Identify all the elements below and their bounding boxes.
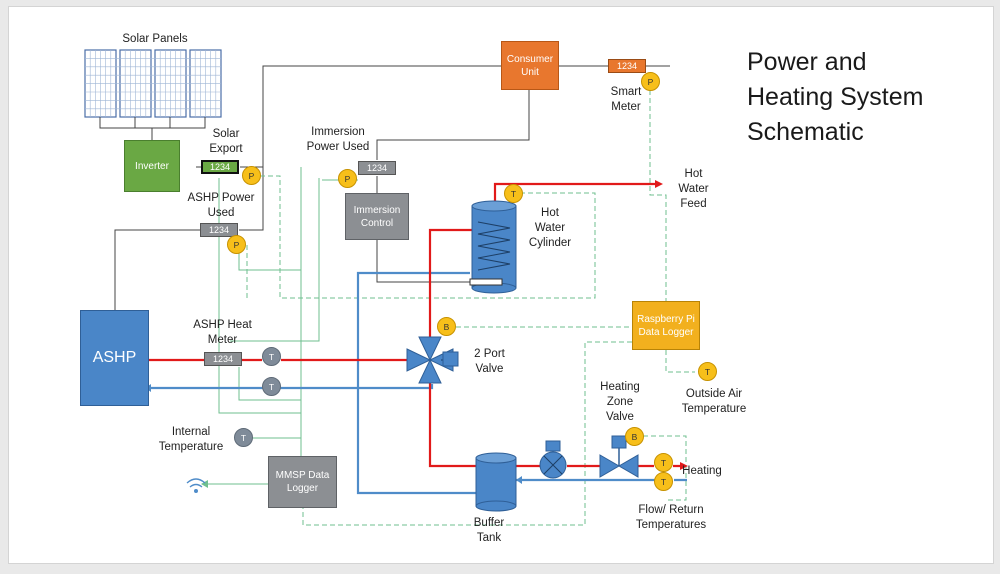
heating-zone-valve-label: Heating Zone Valve	[600, 381, 640, 423]
ashp-heat-meter-label: ASHP Heat Meter	[193, 319, 252, 346]
comms-wiring	[208, 167, 358, 485]
comms-arrow	[201, 480, 208, 488]
mmsp-logger-box: MMSP Data Logger	[268, 456, 337, 508]
solar-export-label: Solar Export	[209, 128, 243, 155]
ashp-power-used-label: ASHP Power Used	[187, 192, 255, 219]
page-title: Power and Heating System Schematic	[747, 48, 924, 146]
two-port-valve-shape	[406, 336, 459, 384]
ashp-heat-meter: 1234	[204, 352, 242, 366]
temp-sensor-ashp-flow: T	[262, 347, 281, 366]
heating-label: Heating	[682, 465, 722, 477]
hot-water-feed-arrow	[655, 180, 663, 188]
temp-sensor-heating-return: T	[654, 472, 673, 491]
hot-water-cylinder-label: Hot Water Cylinder	[528, 207, 572, 249]
heating-flow-arrow	[680, 462, 688, 470]
dashed-sensor-wiring	[246, 90, 695, 526]
temp-sensor-ashp-return: T	[262, 377, 281, 396]
inverter-box: Inverter	[124, 140, 180, 192]
buffer-tank-shape	[475, 452, 517, 512]
two-port-valve-label: 2 Port Valve	[474, 348, 505, 375]
temp-sensor-cylinder: T	[504, 184, 523, 203]
wifi-icon	[186, 478, 206, 494]
boolean-sensor-two-port-valve: B	[437, 317, 456, 336]
consumer-unit-box: Consumer Unit	[501, 41, 559, 90]
immersion-meter: 1234	[358, 161, 396, 175]
pump-shape	[539, 440, 567, 479]
heating-zone-valve-shape	[599, 435, 639, 478]
solar-panels-label: Solar Panels	[122, 33, 188, 45]
ashp-power-meter: 1234	[200, 223, 238, 237]
power-sensor-smart-meter: P	[641, 72, 660, 91]
return-arrow-buffer	[516, 476, 522, 484]
temp-sensor-internal: T	[234, 428, 253, 447]
buffer-tank-label: Buffer Tank	[473, 517, 505, 544]
hot-water-feed-label: Hot Water Feed	[678, 168, 709, 210]
solar-export-meter: 1234	[201, 160, 239, 174]
flow-return-temperatures-label: Flow/ Return Temperatures	[635, 504, 707, 531]
outside-air-temperature-label: Outside Air Temperature	[681, 388, 747, 415]
immersion-control-box: Immersion Control	[345, 193, 409, 240]
boolean-sensor-zone-valve: B	[625, 427, 644, 446]
return-pipe	[151, 271, 687, 495]
power-sensor-immersion: P	[338, 169, 357, 188]
temp-sensor-heating-flow: T	[654, 453, 673, 472]
ashp-box: ASHP	[80, 310, 149, 406]
smart-meter-label: Smart Meter	[610, 86, 642, 113]
internal-temperature-label: Internal Temperature	[158, 426, 224, 453]
raspberry-pi-logger-box: Raspberry Pi Data Logger	[632, 301, 700, 350]
temp-sensor-outside-air: T	[698, 362, 717, 381]
power-sensor-solar: P	[242, 166, 261, 185]
immersion-power-used-label: Immersion Power Used	[306, 126, 370, 153]
power-sensor-ashp: P	[227, 235, 246, 254]
hot-water-cylinder	[469, 200, 517, 294]
solar-panel-array	[84, 49, 222, 118]
smart-meter-display: 1234	[608, 59, 646, 73]
